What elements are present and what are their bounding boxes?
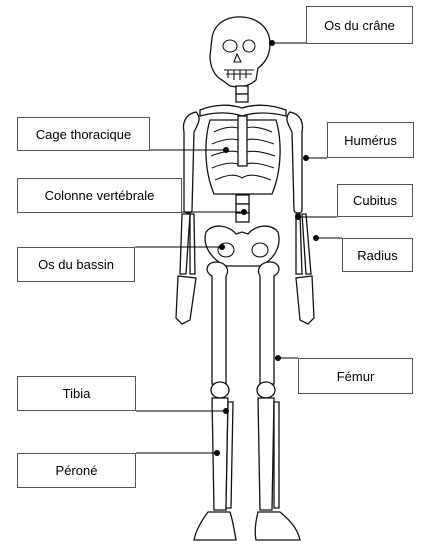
pelvis (204, 225, 280, 267)
arms (175, 111, 315, 325)
label-os-du-crane: Os du crâne (306, 6, 413, 44)
skull (209, 16, 271, 88)
label-perone: Péroné (17, 453, 136, 488)
leader-dots (214, 40, 319, 456)
label-cubitus: Cubitus (337, 184, 413, 217)
label-cage-thoracique: Cage thoracique (17, 117, 150, 151)
clavicles (199, 104, 287, 117)
legs (193, 261, 301, 541)
leader-lines (135, 42, 342, 454)
label-humerus: Humérus (327, 122, 414, 158)
label-femur: Fémur (298, 358, 413, 394)
label-radius: Radius (342, 238, 413, 272)
label-os-du-bassin: Os du bassin (17, 247, 135, 282)
label-tibia: Tibia (17, 376, 136, 411)
label-colonne-vertebrale: Colonne vertébrale (17, 178, 182, 213)
ribcage (205, 115, 281, 195)
